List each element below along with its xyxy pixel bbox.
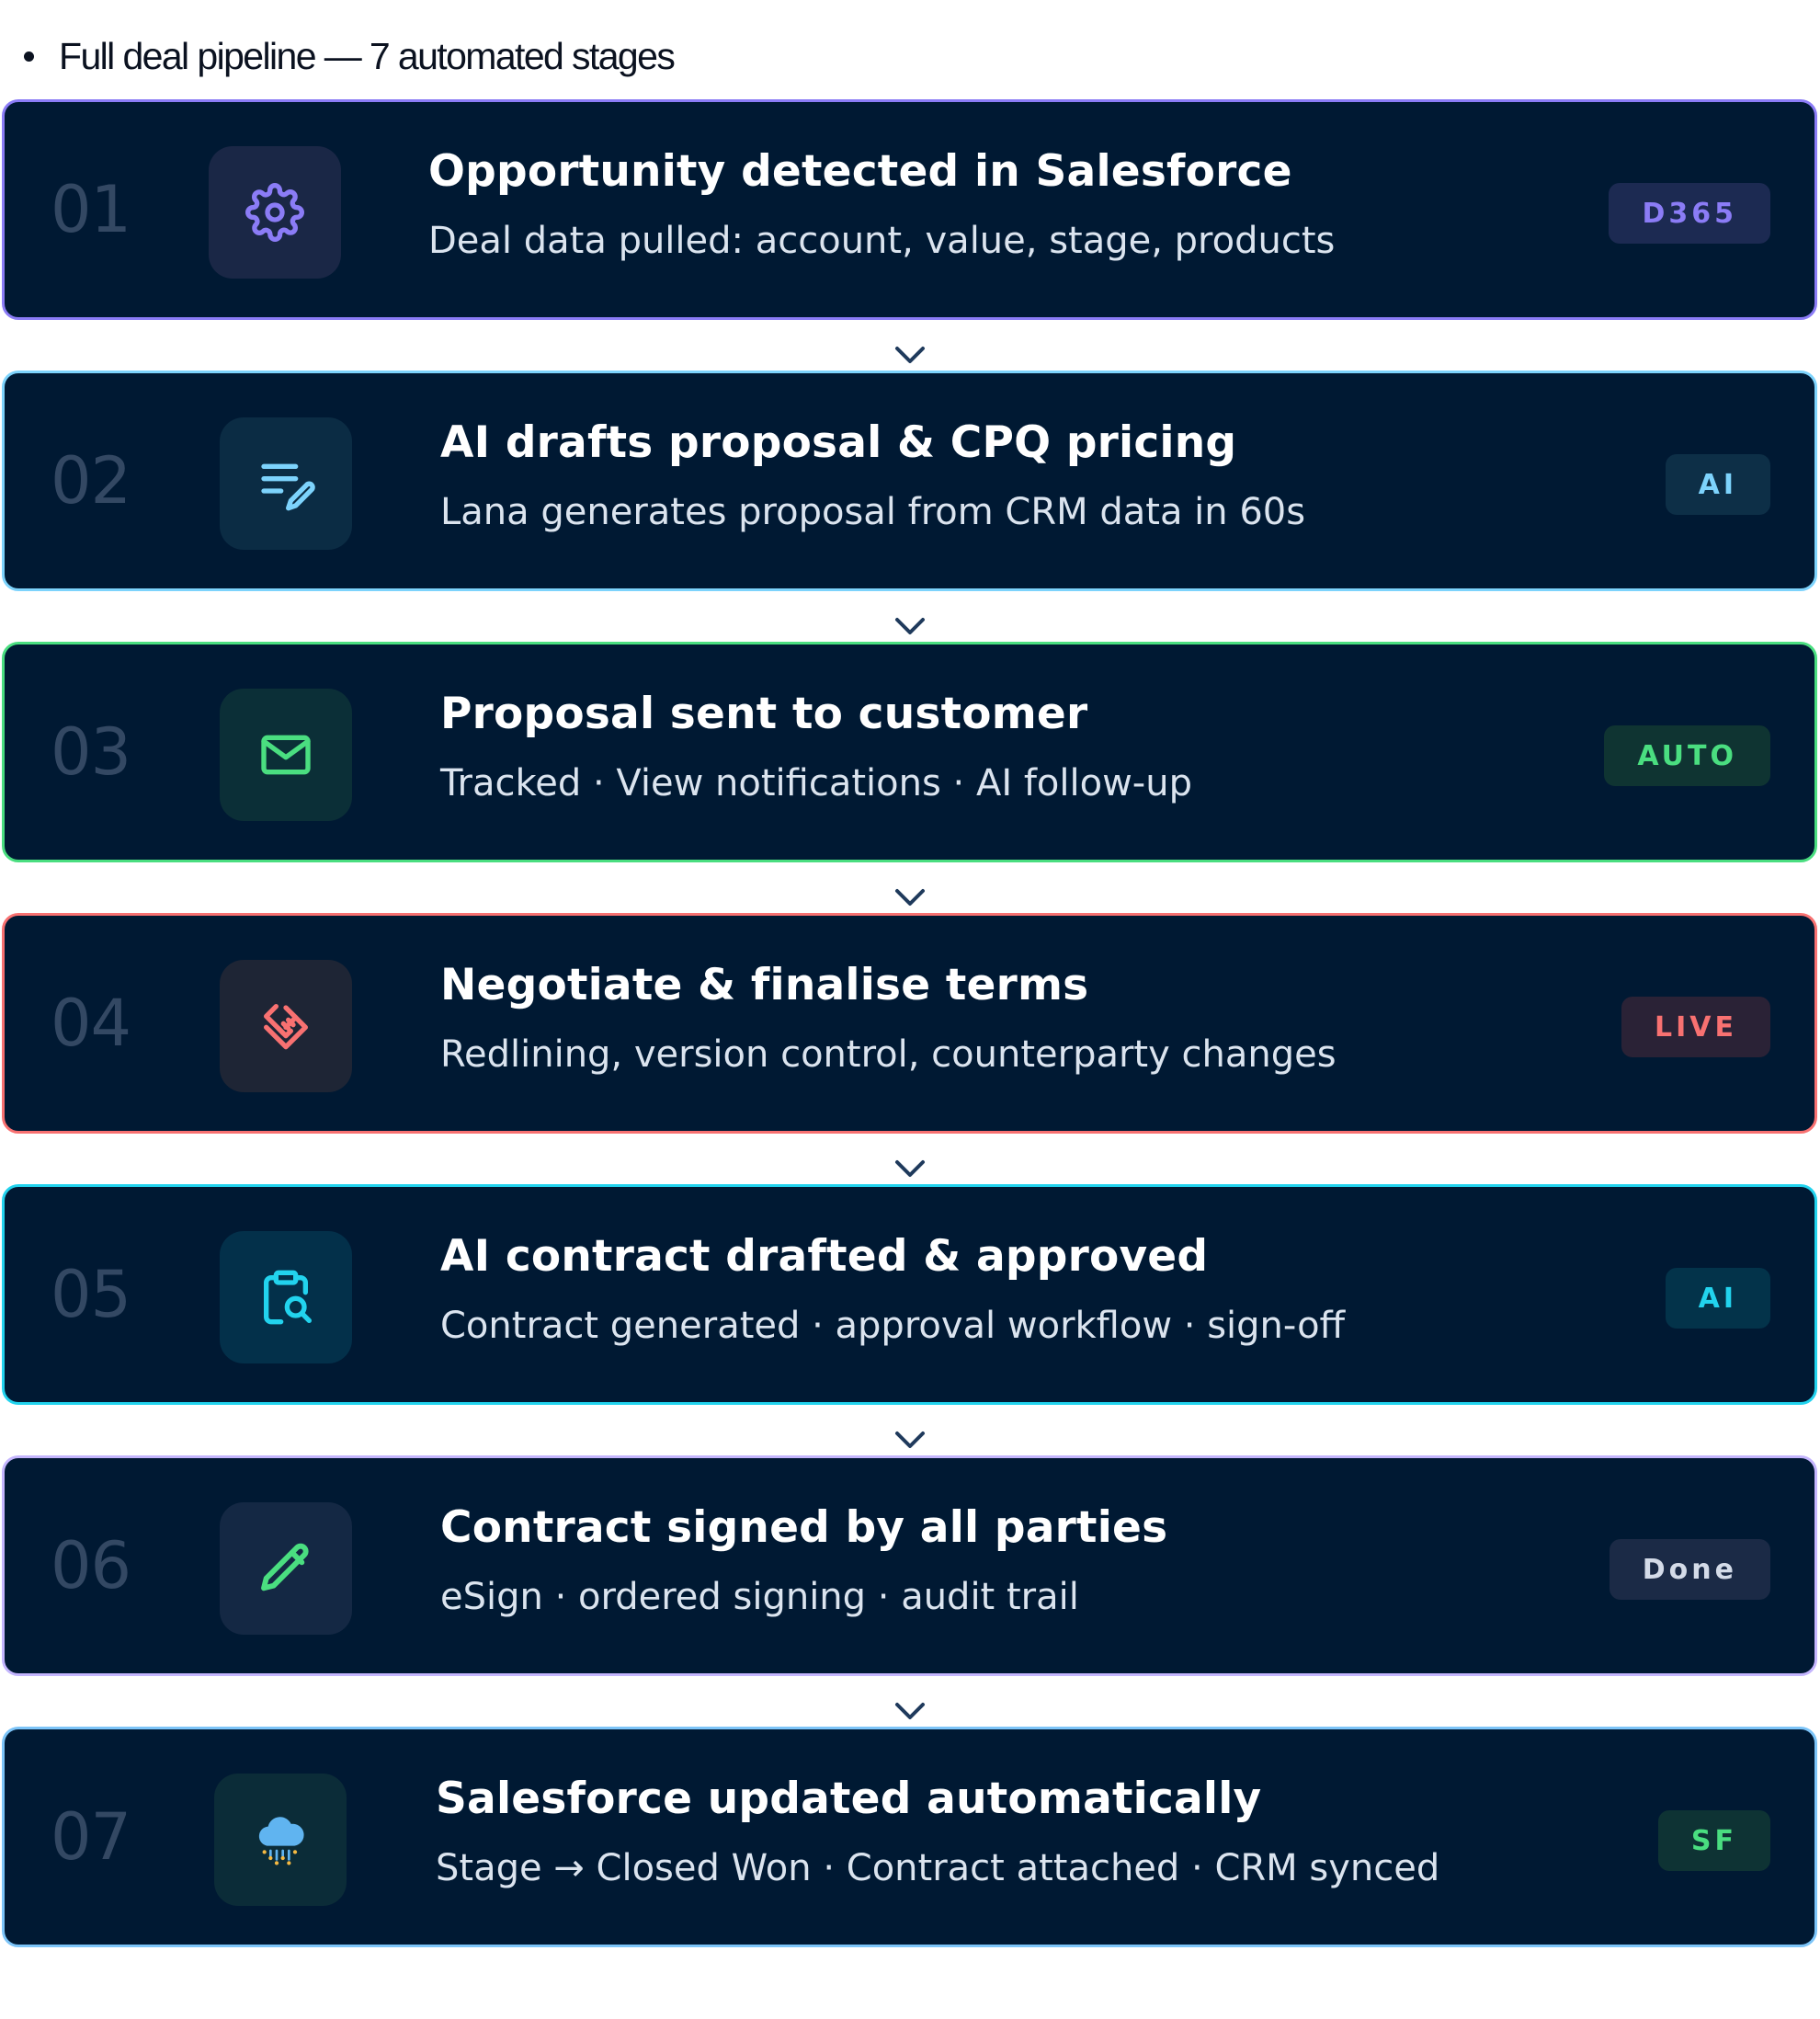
stage-title: Salesforce updated automatically [436,1774,1262,1824]
stage-subtitle: Tracked · View notifications · AI follow… [440,762,1192,804]
stage-card-05[interactable]: 05 AI contract drafted & approved Contra… [2,1184,1817,1405]
stage-card-07[interactable]: 07 Salesforce updated automatically Stag… [2,1727,1817,1947]
stage-title: Negotiate & finalise terms [440,960,1089,1010]
stage-number: 06 [51,1528,131,1603]
stage-number: 07 [51,1799,131,1875]
mail-icon [261,735,311,775]
stage-icon-box [220,960,352,1092]
chevron-down-icon [895,1160,925,1177]
stage-subtitle: eSign · ordered signing · audit trail [440,1576,1079,1618]
stage-card-06[interactable]: 06 Contract signed by all parties eSign … [2,1455,1817,1676]
stage-badge: SF [1657,1810,1770,1871]
stage-icon-box [220,1231,352,1363]
stage-number: 01 [51,172,131,247]
stage-title: Contract signed by all parties [440,1502,1168,1553]
stage-subtitle: Redlining, version control, counterparty… [440,1033,1337,1076]
bullet-icon [24,51,34,62]
chevron-down-icon [895,618,925,634]
stage-card-02[interactable]: 02 AI drafts proposal & CPQ pricing Lana… [2,371,1817,591]
stage-badge: AI [1665,454,1770,515]
stage-badge: Done [1609,1539,1770,1600]
chevron-down-icon [895,889,925,906]
stage-badge: AI [1665,1268,1770,1329]
stage-card-04[interactable]: 04 Negotiate & finalise terms Redlining,… [2,913,1817,1134]
stage-title: AI drafts proposal & CPQ pricing [440,417,1237,468]
stage-badge: AUTO [1604,725,1770,786]
gear-icon [245,183,304,242]
stage-badge: D365 [1609,183,1770,244]
stage-subtitle: Deal data pulled: account, value, stage,… [428,220,1336,262]
stage-subtitle: Stage → Closed Won · Contract attached ·… [436,1847,1440,1889]
stage-number: 03 [51,714,131,790]
chevron-down-icon [895,1703,925,1719]
stage-title: Opportunity detected in Salesforce [428,146,1292,197]
handshake-icon [264,1004,308,1050]
stage-icon-box [220,689,352,821]
stage-number: 04 [51,986,131,1061]
cloud-icon [258,1817,304,1865]
stage-title: Proposal sent to customer [440,689,1088,739]
pencil-icon [261,1543,309,1591]
stage-title: AI contract drafted & approved [440,1231,1209,1282]
edit-list-icon [261,463,315,511]
stage-subtitle: Lana generates proposal from CRM data in… [440,491,1306,533]
stage-card-03[interactable]: 03 Proposal sent to customer Tracked · V… [2,642,1817,862]
stage-card-01[interactable]: 01 Opportunity detected in Salesforce De… [2,99,1817,320]
stage-number: 05 [51,1257,131,1332]
stage-number: 02 [51,443,131,519]
pipeline-heading: Full deal pipeline — 7 automated stages [20,33,676,79]
clipboard-search-icon [264,1270,312,1325]
stage-icon-box [214,1774,347,1906]
chevron-down-icon [895,1432,925,1448]
chevron-down-icon [895,347,925,363]
stage-icon-box [220,1502,352,1635]
stage-icon-box [220,417,352,550]
stage-badge: LIVE [1621,997,1770,1057]
stage-icon-box [209,146,341,279]
pipeline-heading-text: Full deal pipeline — 7 automated stages [59,34,676,77]
stage-subtitle: Contract generated · approval workflow ·… [440,1305,1346,1347]
